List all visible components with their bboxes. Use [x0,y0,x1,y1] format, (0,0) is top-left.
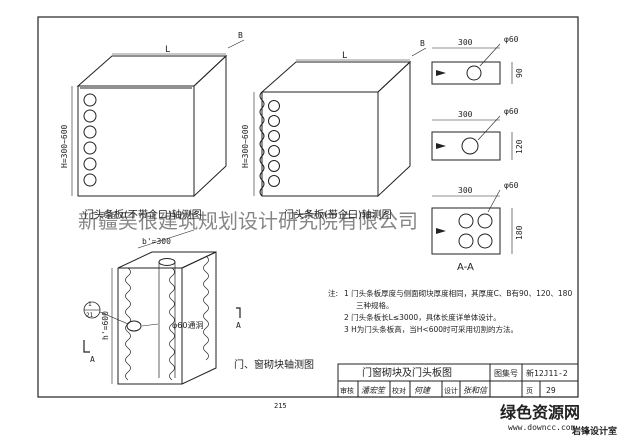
detail-marker-sheet: 21 [86,312,94,319]
section-title: A-A [457,262,474,273]
slab2-height-label: H=300~600 [241,124,250,168]
title-block [337,363,579,398]
caption-block: 门、窗砌块轴测图 [234,358,314,371]
slab2-length-label: L [342,51,347,61]
sec2-height: 120 [515,139,524,154]
notes: 注: 1 门头条板厚度与侧面砌块厚度相同，其厚度C、B有90、120、180 三… [328,288,572,334]
slab1-height-label: H=300~600 [60,124,69,168]
title-block-page-no: 29 [546,386,556,395]
block-hole-label: φ60通洞 [172,320,203,330]
section-notch-marks [436,70,446,234]
sec2-diameter: φ60 [504,107,519,116]
note-1a: 1 门头条板厚度与侧面砌块厚度相同，其厚度C、B有90、120、180 [344,288,572,298]
section2-outline [431,131,501,161]
section-views [431,43,513,255]
cut-marker-left: A [90,355,95,364]
sec3-width: 300 [458,186,473,195]
caption-plain-slab: 门头条板(不带企口)轴测图 [84,208,202,221]
slab1-top-face [76,55,228,87]
title-block-check-label: 校对 [392,386,406,395]
sec3-height: 180 [515,225,524,240]
block-height-label: h'=600 [101,311,110,340]
block-view [83,229,241,385]
sec1-diameter: φ60 [504,35,519,44]
title-block-design-sig: 张和信 [463,386,488,395]
caption-tongued-slab: 门头条板(带企口)轴测图 [284,208,392,221]
note-3: 3 H为门头条板高，当H<600时可采用切割的方法。 [344,324,518,334]
section3-outline [431,207,501,255]
watermark-site-cn: 绿色资源网 [500,403,580,422]
section1-hole [466,65,482,81]
title-block-review-sig: 潘宏笙 [361,386,387,395]
title-block-atlas-no: 新12J11-2 [526,368,568,378]
slab2-top-face [260,61,412,93]
sec3-diameter: φ60 [504,181,519,190]
note-2: 2 门头条板长L≤3000，具体长度详单体设计。 [344,312,501,322]
block-hole-callout [126,320,142,332]
title-block-review-label: 审核 [340,386,354,395]
slab1-thickness-label: B [238,31,243,40]
note-1b: 三种规格。 [356,300,394,310]
watermark-site-url: www.downcc.com [508,423,576,432]
slab2-thickness-label: B [420,39,425,48]
cut-marker-right: A [236,321,241,330]
sec2-width: 300 [458,110,473,119]
slab1-holes [83,93,97,187]
sec1-width: 300 [458,38,473,47]
block-width-label: b'=300 [142,237,171,246]
watermark-organization: 新疆吴很建筑规划设计研究院有限公司 [78,209,418,233]
title-block-page-label: 页 [526,387,533,395]
slab-tongued-view [253,47,427,198]
sheet-border [37,16,579,398]
notes-heading: 注: [328,288,338,298]
slab-plain-view [71,39,245,198]
title-block-design-label: 设计 [444,386,458,395]
slab2-holes [268,100,280,187]
title-block-atlas-label: 图集号 [494,368,518,378]
watermark-studio: 岩锋设计室 [571,425,617,437]
slab1-length-label: L [165,45,170,55]
title-block-check-sig: 何建 [414,386,431,395]
section3-hole [458,213,474,229]
sec1-height: 90 [515,68,524,78]
detail-marker-no: 1 [88,301,92,308]
section2-hole [461,137,479,155]
title-block-title: 门窗砌块及门头板图 [362,366,452,379]
section1-outline [431,61,501,85]
page-footer-number: 215 [274,402,287,410]
